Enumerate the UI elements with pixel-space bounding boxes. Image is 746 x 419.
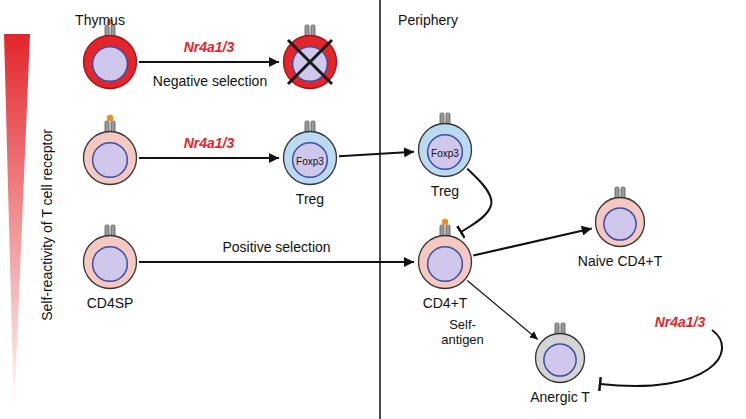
arrow-connector bbox=[139, 261, 414, 263]
label-wrap: Nr4a1/3 bbox=[655, 314, 706, 330]
cell-drawing bbox=[534, 332, 586, 384]
arrow-connector bbox=[339, 152, 414, 156]
edge-label: Nr4a1/3 bbox=[184, 135, 235, 151]
axis-label: Self-reactivity of T cell receptor bbox=[39, 129, 55, 321]
cross-mark bbox=[288, 40, 332, 84]
cell-body bbox=[284, 36, 337, 89]
cell-nucleus bbox=[428, 135, 463, 170]
text-wrap: CD4SP bbox=[87, 295, 134, 311]
cell-drawing bbox=[594, 196, 646, 248]
connector-layer bbox=[139, 62, 592, 339]
label-wrap: Nr4a1/3 bbox=[184, 135, 235, 151]
inhibition-line bbox=[600, 330, 722, 386]
cell-label: CD4+T bbox=[423, 295, 468, 311]
cell-label: Treg bbox=[296, 191, 324, 207]
antigen-dot bbox=[442, 219, 448, 225]
cell-body bbox=[84, 36, 137, 89]
cell-nucleus bbox=[93, 47, 128, 82]
text-wrap: Foxp3 bbox=[296, 156, 324, 167]
cell-node: Anergic T bbox=[534, 332, 586, 384]
cell-node bbox=[282, 34, 338, 90]
process-label: Negative selection bbox=[153, 73, 267, 89]
gene-label: Foxp3 bbox=[296, 156, 324, 167]
label-wrap: Self-antigen bbox=[437, 317, 489, 347]
label-wrap: Thymus bbox=[75, 12, 125, 28]
edge-label: Positive selection bbox=[222, 239, 330, 255]
divider-line bbox=[379, 0, 381, 419]
text-wrap: Anergic T bbox=[530, 389, 590, 405]
cell-label: CD4SP bbox=[87, 295, 134, 311]
text-wrap: Treg bbox=[431, 183, 459, 199]
cell-drawing bbox=[282, 34, 338, 90]
antigen-dot bbox=[107, 115, 113, 121]
label-wrap: Nr4a1/3 bbox=[184, 39, 235, 55]
gradient-wedge bbox=[4, 34, 30, 414]
cell-node bbox=[82, 130, 138, 186]
cell-nucleus bbox=[604, 208, 636, 240]
cell-nucleus bbox=[428, 247, 463, 282]
label-wrap: Self-reactivity of T cell receptor bbox=[39, 129, 55, 321]
cell-node: Foxp3Treg bbox=[417, 122, 473, 178]
cell-label: Treg bbox=[431, 183, 459, 199]
gene-label: Nr4a1/3 bbox=[655, 314, 706, 330]
region-heading: Periphery bbox=[398, 12, 458, 28]
cell-nucleus bbox=[293, 143, 328, 178]
cell-nucleus bbox=[544, 344, 576, 376]
cell-drawing bbox=[82, 234, 138, 290]
cell-node: CD4+T bbox=[417, 234, 473, 290]
cell-nucleus bbox=[93, 143, 128, 178]
cell-body bbox=[419, 236, 472, 289]
arrow-connector bbox=[139, 157, 279, 159]
text-wrap: CD4+T bbox=[423, 295, 468, 311]
label-wrap: Positive selection bbox=[222, 239, 330, 255]
cell-drawing bbox=[82, 34, 138, 90]
cell-label: Naive CD4+T bbox=[578, 253, 662, 269]
cell-node: Foxp3Treg bbox=[282, 130, 338, 186]
cell-drawing bbox=[417, 234, 473, 290]
cell-body bbox=[536, 334, 585, 383]
cell-node: CD4SP bbox=[82, 234, 138, 290]
edge-label: Self-antigen bbox=[441, 317, 484, 347]
cell-body bbox=[596, 198, 645, 247]
inhibition-connector bbox=[461, 169, 491, 232]
cell-drawing bbox=[82, 130, 138, 186]
cell-body bbox=[284, 132, 337, 185]
text-wrap: Treg bbox=[296, 191, 324, 207]
cell-nucleus bbox=[93, 247, 128, 282]
label-wrap: Negative selection bbox=[153, 73, 267, 89]
region-heading: Thymus bbox=[75, 12, 125, 28]
arrow-connector bbox=[139, 61, 279, 63]
cell-node: Naive CD4+T bbox=[594, 196, 646, 248]
text-wrap: Foxp3 bbox=[431, 148, 459, 159]
cell-node bbox=[82, 34, 138, 90]
cell-body bbox=[84, 236, 137, 289]
gene-label: Foxp3 bbox=[431, 148, 459, 159]
cell-body bbox=[419, 124, 472, 177]
text-wrap: Naive CD4+T bbox=[578, 253, 662, 269]
arrow-connector bbox=[473, 228, 591, 255]
label-wrap: Periphery bbox=[398, 12, 458, 28]
cell-label: Anergic T bbox=[530, 389, 590, 405]
edge-label: Nr4a1/3 bbox=[184, 39, 235, 55]
cell-body bbox=[84, 132, 137, 185]
